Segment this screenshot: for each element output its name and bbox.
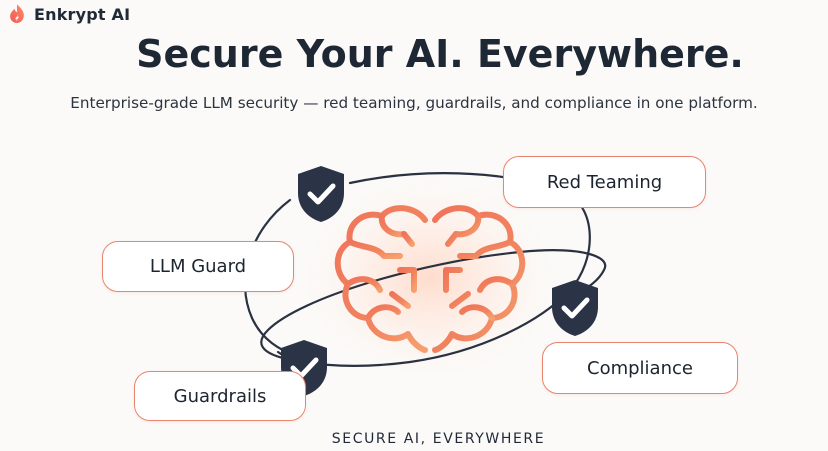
- hero-title: Secure Your AI. Everywhere.: [136, 32, 744, 76]
- footer-tagline: SECURE AI, EVERYWHERE: [331, 431, 546, 447]
- llm-guard-pill[interactable]: LLM Guard: [102, 241, 294, 292]
- brain-icon: [334, 205, 526, 353]
- llm-guard-label: LLM Guard: [149, 256, 247, 277]
- shield-check-icon: [546, 277, 604, 339]
- compliance-label: Compliance: [587, 357, 693, 379]
- flame-logo-icon: [10, 4, 24, 23]
- red-teaming-pill[interactable]: Red Teaming: [503, 156, 706, 208]
- red-teaming-label: Red Teaming: [546, 171, 663, 193]
- hero-subtitle: Enterprise-grade LLM security — red team…: [70, 94, 758, 112]
- shield-check-icon: [292, 163, 350, 225]
- brand-name: Enkrypt AI: [34, 4, 131, 24]
- compliance-pill[interactable]: Compliance: [542, 342, 738, 394]
- brain-glow: [290, 168, 570, 388]
- guardrails-label: Guardrails: [173, 385, 267, 407]
- guardrails-pill[interactable]: Guardrails: [134, 371, 306, 421]
- brand[interactable]: Enkrypt AI: [6, 2, 130, 26]
